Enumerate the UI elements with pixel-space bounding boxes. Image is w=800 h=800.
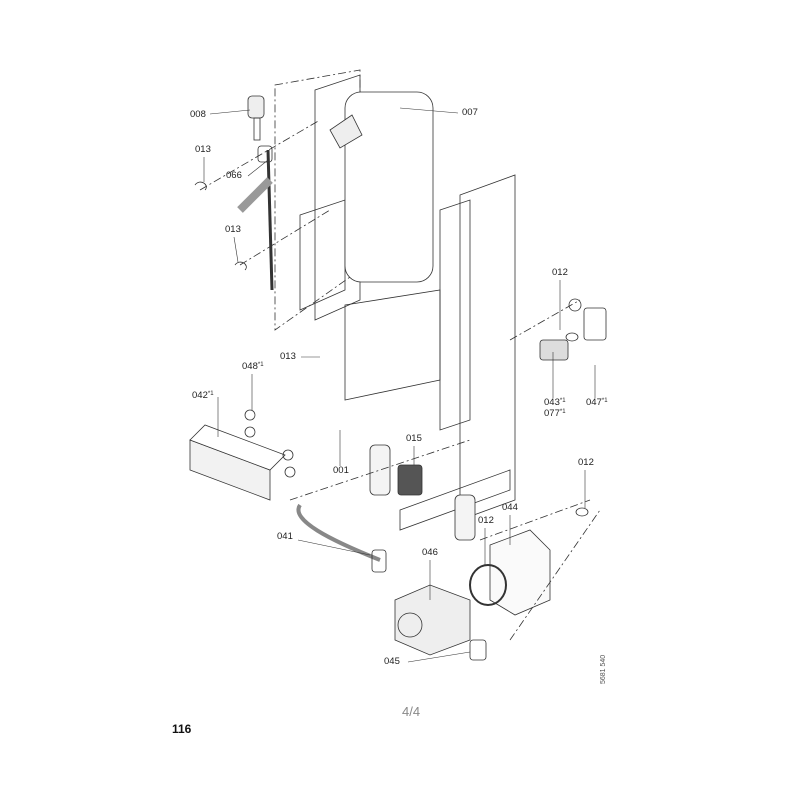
part-label-012: 012 (578, 458, 594, 468)
part-label-001: 001 (333, 466, 349, 476)
actuator-015 (397, 464, 423, 496)
page-number: 116 (172, 722, 192, 736)
part-label-008: 008 (190, 110, 206, 120)
part-number: 012 (478, 515, 494, 526)
part-label-043: 043*1 (544, 398, 566, 408)
part-number: 007 (462, 107, 478, 118)
part-number: 013 (225, 224, 241, 235)
part-number: 048 (242, 361, 258, 372)
part-label-044: 044 (502, 503, 518, 513)
page-indicator: 4/4 (402, 704, 421, 719)
connection-pipe (296, 503, 381, 562)
part-number: 041 (277, 531, 293, 542)
part-label-013: 013 (195, 145, 211, 155)
part-label-015: 015 (406, 434, 422, 444)
part-number: 013 (280, 351, 296, 362)
part-number: 013 (195, 144, 211, 155)
part-label-077: 077*1 (544, 409, 566, 419)
part-number: 012 (578, 457, 594, 468)
footnote-mark: *1 (207, 391, 214, 397)
part-label-012: 012 (478, 516, 494, 526)
part-label-012: 012 (552, 268, 568, 278)
footnote-mark: *1 (257, 362, 264, 368)
part-label-066: 066 (226, 171, 242, 181)
part-number: 077 (544, 408, 560, 419)
plate-heat-exchanger (189, 409, 296, 501)
part-label-013: 013 (225, 225, 241, 235)
air-vent-and-pipe (194, 95, 274, 291)
part-number: 046 (422, 547, 438, 558)
part-number: 047 (586, 397, 602, 408)
assembly-lines (199, 119, 601, 641)
document-id: 5681 540 (600, 654, 607, 684)
frame-panel (274, 69, 516, 531)
part-number: 008 (190, 109, 206, 120)
part-label-046: 046 (422, 548, 438, 558)
part-label-013: 013 (280, 352, 296, 362)
part-label-007: 007 (462, 108, 478, 118)
leader-lines (203, 107, 596, 663)
part-number: 043 (544, 397, 560, 408)
footnote-mark: *1 (559, 409, 566, 415)
valve-001-body (369, 444, 391, 496)
footnote-mark: *1 (559, 398, 566, 404)
valve-body-2 (454, 494, 476, 541)
part-number: 015 (406, 433, 422, 444)
pipe-fitting (371, 549, 387, 573)
part-label-042: 042*1 (192, 391, 214, 401)
part-label-045: 045 (384, 657, 400, 667)
part-number: 042 (192, 390, 208, 401)
part-label-047: 047*1 (586, 398, 608, 408)
part-number: 066 (226, 170, 242, 181)
pressure-parts (539, 298, 607, 517)
part-label-048: 048*1 (242, 362, 264, 372)
part-label-041: 041 (277, 532, 293, 542)
part-number: 012 (552, 267, 568, 278)
part-number: 044 (502, 502, 518, 513)
part-number: 045 (384, 656, 400, 667)
footnote-mark: *1 (601, 398, 608, 404)
part-number: 001 (333, 465, 349, 476)
pump-assembly (394, 529, 551, 661)
sensor-045 (469, 639, 487, 661)
expansion-vessel (329, 91, 434, 283)
